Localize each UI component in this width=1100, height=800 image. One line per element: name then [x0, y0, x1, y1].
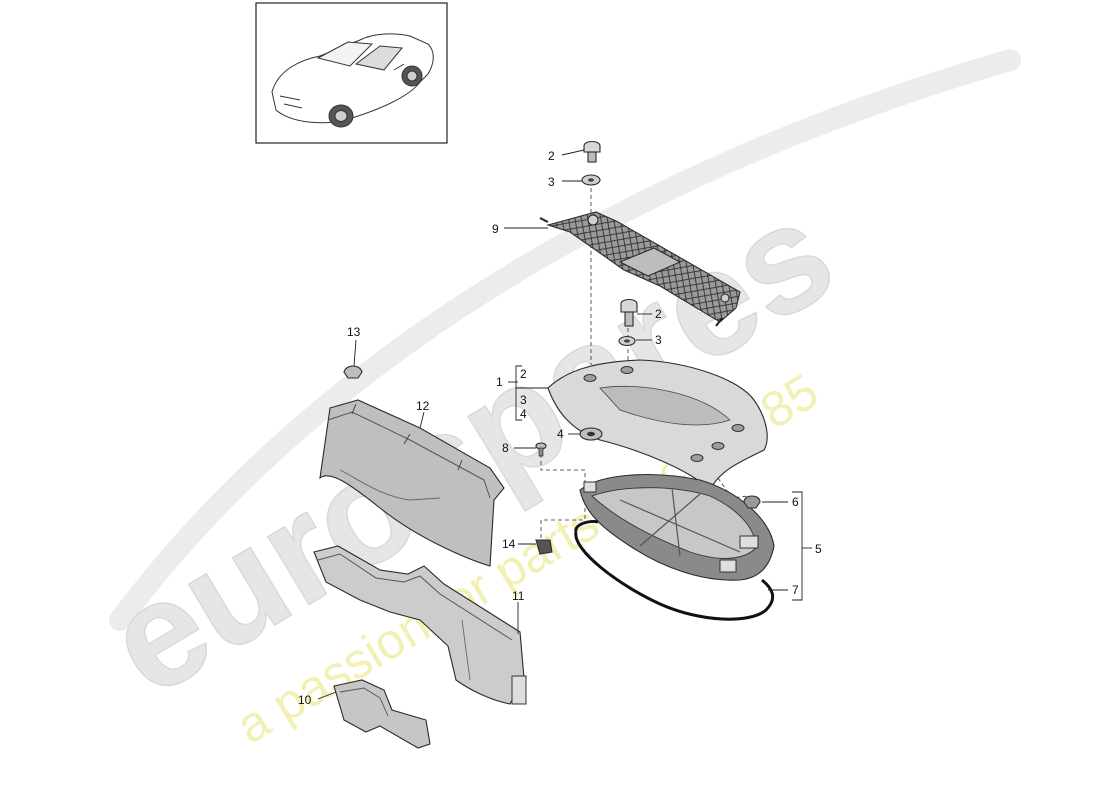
callout-12: 12 — [416, 399, 430, 413]
callout-1-sub-2: 2 — [520, 367, 527, 381]
part-8-screw — [535, 442, 547, 457]
part-1-trim-panel — [547, 359, 768, 491]
callout-labels: 2 3 9 2 3 1 2 3 4 4 8 13 12 14 11 10 6 5… — [298, 149, 822, 707]
callout-5: 5 — [815, 542, 822, 556]
callout-9: 9 — [492, 222, 499, 236]
callout-2-top: 2 — [548, 149, 555, 163]
part-7-seal — [574, 520, 775, 621]
callout-6: 6 — [792, 495, 799, 509]
callout-8: 8 — [502, 441, 509, 455]
callout-13: 13 — [347, 325, 361, 339]
callout-11: 11 — [512, 589, 525, 603]
callout-1-sub-3: 3 — [520, 393, 527, 407]
part-9-luggage-net — [539, 211, 741, 327]
callout-3-mid: 3 — [655, 333, 662, 347]
callout-2-mid: 2 — [655, 307, 662, 321]
part-2-fastener-top — [583, 140, 601, 163]
part-4-washer — [579, 427, 603, 441]
leader-lines — [317, 149, 812, 700]
part-11-liner — [313, 545, 527, 705]
part-5-tray — [579, 474, 775, 581]
callout-1: 1 — [496, 375, 503, 389]
part-2-fastener-mid — [620, 298, 638, 327]
part-12-partition-liner — [319, 399, 505, 567]
part-6-clip — [743, 495, 761, 509]
part-3-washer-top — [581, 174, 601, 186]
callout-7: 7 — [792, 583, 799, 597]
callout-3-top: 3 — [548, 175, 555, 189]
part-14-clip — [535, 539, 553, 555]
callout-10: 10 — [298, 693, 312, 707]
watermark: eurospares a passion for parts since 198… — [79, 49, 1021, 754]
car-convertible-icon — [271, 33, 434, 128]
part-3-washer-mid — [618, 335, 636, 347]
part-13-cap — [343, 365, 363, 379]
vehicle-thumbnail — [255, 2, 448, 144]
watermark-swoosh — [109, 49, 1021, 631]
callout-1-sub-4: 4 — [520, 407, 527, 421]
callout-4: 4 — [557, 427, 564, 441]
part-10-duct — [333, 679, 431, 749]
callout-14: 14 — [502, 537, 516, 551]
